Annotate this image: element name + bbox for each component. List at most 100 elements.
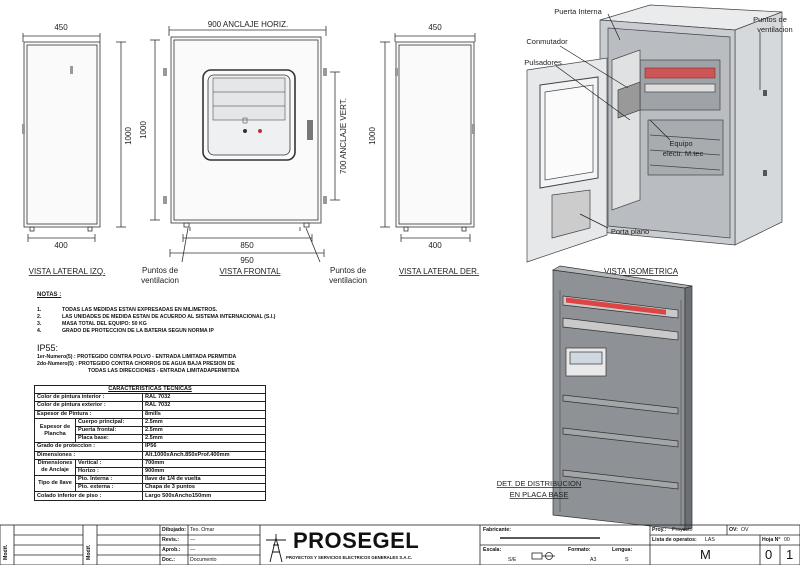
spec-value: 900mm — [142, 466, 266, 477]
spec-value: Chapa de 3 puntos — [142, 483, 266, 493]
escala-value: S/E — [508, 557, 517, 563]
left-dim-bottom: 400 — [54, 241, 68, 250]
iso-label-conmutador: Conmutador — [526, 37, 568, 46]
sheet-digit-1: 0 — [765, 547, 773, 562]
spec-value: 2.5mm — [142, 425, 266, 436]
ip-line-3: TODAS LAS DIRECCIONES - ENTRADA LIMITADA… — [88, 368, 240, 374]
revision-letter: M — [700, 547, 711, 562]
proy-value: Proyecto — [672, 527, 693, 533]
escala-label: Escala: — [483, 547, 502, 553]
note-number: 4. — [37, 328, 42, 334]
doc-label: Doc.: — [162, 557, 175, 563]
left-view-title: VISTA LATERAL IZQ. — [29, 267, 106, 276]
spec-value: 2.5mm — [142, 434, 266, 444]
ip-line-1: 1er-Numero(5) : PROTEGIDO CONTRA POLVO -… — [37, 354, 237, 360]
front-vent-left-1: Puntos de — [142, 266, 179, 275]
ov-value: OV — [741, 527, 749, 533]
spec-label: Grado de proteccion : — [34, 442, 143, 452]
right-dim-bottom: 400 — [428, 241, 442, 250]
spec-value: IP56 — [142, 442, 266, 452]
formato-value: A3 — [590, 557, 597, 563]
aprob-value: — — [190, 547, 196, 553]
front-dim-height: 1000 — [139, 121, 148, 139]
iso-label-puerta-interna: Puerta Interna — [554, 7, 602, 16]
spec-label: Colado inferior de piso : — [34, 491, 143, 501]
spec-value: 2.5mm — [142, 417, 266, 427]
iso-label-puntos-1: Puntos de — [753, 15, 787, 24]
front-vent-right-1: Puntos de — [330, 266, 367, 275]
base-title-2: EN PLACA BASE — [510, 490, 569, 499]
right-dim-height: 1000 — [368, 127, 377, 145]
note-number: 3. — [37, 321, 42, 327]
base-plate-detail — [551, 265, 693, 531]
spec-label: Puerta frontal: — [75, 425, 143, 436]
notes-title: NOTAS : — [37, 292, 62, 298]
spec-group-label: Tipo de llave — [34, 475, 76, 493]
spec-label: Color de pintura interior : — [34, 393, 143, 403]
right-side-view — [380, 33, 476, 242]
spec-value: RAL 7032 — [142, 401, 266, 411]
spec-group-label: Espesor de Plancha — [34, 417, 76, 444]
spec-label: Placa base: — [75, 434, 143, 444]
prosegel-logo-icon — [266, 534, 286, 563]
spec-value: 700mm — [142, 458, 266, 468]
revis-value: — — [190, 537, 196, 543]
left-side-view — [22, 33, 126, 242]
spec-label: Dimensiones : — [34, 450, 143, 460]
front-dim-vertical: 700 ANCLAJE VERT. — [339, 98, 348, 174]
ov-label: OV: — [729, 527, 738, 533]
fabricante-label: Fabricante: — [483, 527, 511, 533]
front-view — [150, 26, 340, 263]
note-text: MASA TOTAL DEL EQUIPO: 50 KG — [62, 321, 147, 327]
spec-label: Cuerpo principal: — [75, 417, 143, 427]
title-block-frame — [0, 524, 800, 565]
front-dim-top: 900 ANCLAJE HORIZ. — [208, 20, 288, 29]
note-text: GRADO DE PROTECCION DE LA BATERIA SEGUN … — [62, 328, 214, 334]
scale-symbol-icon — [531, 552, 555, 560]
iso-label-equipo-1: Equipo — [669, 139, 692, 148]
iso-label-puntos-2: ventilacion — [757, 25, 792, 34]
dibujado-value: Teo. Omar — [190, 527, 215, 533]
ip-title: IP55: — [37, 343, 59, 353]
iso-label-pulsadores: Pulsadores — [524, 58, 562, 67]
specs-table: CARACTERISTICAS TECNICAS Color de pintur… — [34, 384, 266, 501]
front-vent-right-2: ventilacion — [329, 276, 367, 285]
left-dim-height: 1000 — [124, 127, 133, 145]
right-view-title: VISTA LATERAL DER. — [399, 267, 479, 276]
formato-label: Formato: — [568, 547, 591, 553]
note-text: TODAS LAS MEDIDAS ESTAN EXPRESADAS EN MI… — [62, 307, 218, 313]
revis-label: Revis.: — [162, 537, 180, 543]
lengua-value: S — [625, 557, 629, 563]
spec-label: Pto. externa : — [75, 483, 143, 493]
iso-label-porta-plano: Porta plano — [611, 227, 649, 236]
spec-label: Pto. Interna : — [75, 475, 143, 485]
iso-view-title: VISTA ISOMETRICA — [604, 267, 679, 276]
hoja-label: Hoja N° — [762, 537, 781, 543]
dibujado-label: Dibujado: — [162, 527, 186, 533]
hoja-value: 00 — [784, 537, 790, 543]
front-dim-bottom-850: 850 — [240, 241, 254, 250]
aprob-label: Aprob.: — [162, 547, 181, 553]
iso-label-equipo-2: electr. M.tec — [663, 149, 704, 158]
spec-label: Color de pintura exterior : — [34, 401, 143, 411]
left-dim-top: 450 — [54, 23, 68, 32]
ip-line-2: 2do-Numero(5) : PROTEGIDO CONTRA CHORROS… — [37, 361, 235, 367]
lengua-label: Lengua: — [612, 547, 633, 553]
spec-label: Horizo : — [75, 466, 143, 477]
company-name: PROSEGEL — [293, 528, 420, 553]
note-number: 1. — [37, 307, 42, 313]
proy-label: Proy.: — [652, 527, 667, 533]
lista-value: LAS — [705, 537, 715, 543]
modif-label-1: Modif. — [3, 544, 9, 560]
spec-value: RAL 7032 — [142, 393, 266, 403]
spec-group-label: Dimensiones de Anclaje — [34, 458, 76, 477]
spec-label: Vertical : — [75, 458, 143, 468]
note-text: LAS UNIDADES DE MEDIDA ESTAN DE ACUERDO … — [62, 314, 276, 320]
spec-value: 8mills — [142, 409, 266, 419]
isometric-view — [526, 4, 783, 263]
front-view-title: VISTA FRONTAL — [219, 267, 281, 276]
lista-label: Lista de operatos: — [652, 537, 697, 543]
front-vent-left-2: ventilacion — [141, 276, 179, 285]
base-title-1: DET. DE DISTRIBUCION — [497, 479, 582, 488]
